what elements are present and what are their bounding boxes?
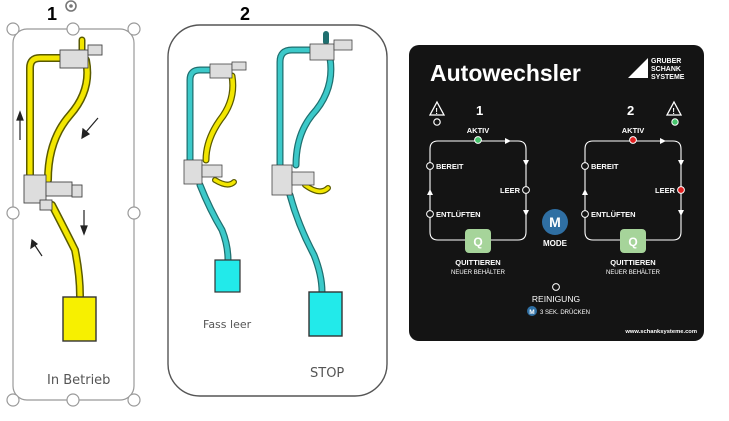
state-loop-left (427, 138, 529, 241)
label-quittieren-1: QUITTIEREN (455, 258, 500, 267)
brand-line-2: SCHANK (651, 66, 681, 73)
controller-background (409, 45, 704, 341)
brand-line-1: GRUBER (651, 58, 681, 65)
svg-text:M: M (529, 309, 534, 316)
label-reinigung-hint: 3 SEK. DRÜCKEN (540, 309, 590, 316)
label-quittieren-2: QUITTIEREN (610, 258, 655, 267)
led-side-2-status (671, 118, 679, 126)
svg-text:!: ! (672, 107, 675, 116)
label-entlueften-2: ENTLÜFTEN (591, 210, 636, 219)
panel-2-caption-right: STOP (310, 366, 344, 381)
label-leer-2: LEER (655, 186, 676, 195)
warning-icon: ! (665, 100, 683, 116)
led-entlueften-2 (581, 210, 589, 218)
container-full (62, 296, 97, 342)
container-stop (308, 291, 343, 337)
panel-2-number: 2 (240, 4, 250, 24)
brand-line-3: SYSTEME (651, 74, 685, 81)
svg-text:M: M (549, 214, 561, 230)
svg-text:Q: Q (473, 235, 482, 249)
side-1-number: 1 (476, 103, 483, 118)
website-url: www.schanksysteme.com (624, 329, 697, 335)
selection-handles[interactable] (6, 22, 141, 407)
label-aktiv-1: AKTIV (467, 126, 490, 135)
hose-assembly-right (276, 31, 335, 296)
valve-block-right (271, 39, 353, 196)
brand-logo: GRUBER SCHANK SYSTEME (628, 58, 685, 81)
led-aktiv-2 (629, 136, 637, 144)
panel-1-number: 1 (47, 4, 57, 24)
label-bereit-2: BEREIT (591, 162, 619, 171)
reinigung-mode-icon: M (527, 306, 537, 316)
panel-1: 1 (6, 0, 141, 407)
side-2-number: 2 (627, 103, 634, 118)
label-neuer-behaelter-1: NEUER BEHÄLTER (451, 269, 506, 276)
led-aktiv-1 (474, 136, 482, 144)
valve-block-left (183, 61, 247, 185)
led-leer-2 (677, 186, 685, 194)
label-aktiv-2: AKTIV (622, 126, 645, 135)
label-mode: MODE (543, 239, 568, 248)
flow-arrows-1 (16, 110, 99, 257)
quittieren-button-1[interactable]: Q (465, 229, 491, 253)
label-reinigung: REINIGUNG (532, 294, 580, 304)
label-entlueften-1: ENTLÜFTEN (436, 210, 481, 219)
hose-assembly-left (186, 66, 237, 264)
state-loop-right (582, 138, 684, 241)
led-entlueften-1 (426, 210, 434, 218)
led-leer-1 (522, 186, 530, 194)
label-neuer-behaelter-2: NEUER BEHÄLTER (606, 269, 661, 276)
container-empty (214, 259, 241, 293)
svg-text:Q: Q (628, 235, 637, 249)
quittieren-button-2[interactable]: Q (620, 229, 646, 253)
hose-yellow-1 (26, 36, 92, 300)
panel-2: 2 Fass leer (167, 4, 388, 397)
controller-title: Autowechsler (430, 60, 581, 86)
led-bereit-1 (426, 162, 434, 170)
controller-panel: Autowechsler GRUBER SCHANK SYSTEME 1 2 !… (409, 45, 704, 341)
panel-2-caption-left: Fass leer (203, 318, 252, 331)
label-leer-1: LEER (500, 186, 521, 195)
mode-button[interactable]: M (542, 209, 568, 235)
led-reinigung (552, 283, 560, 291)
panel-1-caption: In Betrieb (47, 373, 110, 388)
led-side-1-status (433, 118, 441, 126)
label-bereit-1: BEREIT (436, 162, 464, 171)
warning-icon: ! (428, 100, 446, 116)
svg-text:!: ! (435, 107, 438, 116)
rotate-handle-icon[interactable] (65, 0, 77, 12)
led-bereit-2 (581, 162, 589, 170)
valve-block-1 (23, 44, 103, 211)
